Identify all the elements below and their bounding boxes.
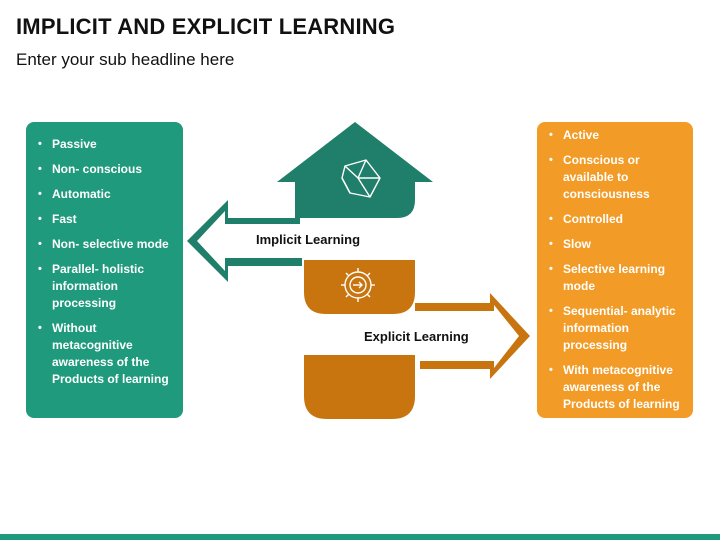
list-item: Controlled	[547, 211, 687, 228]
explicit-learning-label: Explicit Learning	[364, 329, 469, 344]
list-item: Non- conscious	[36, 161, 177, 178]
list-item: Passive	[36, 136, 177, 153]
list-item: Non- selective mode	[36, 236, 177, 253]
footer-bar	[0, 534, 720, 540]
list-item: Active	[547, 127, 687, 144]
gear-arrow-icon	[341, 268, 375, 302]
list-item: Sequential- analytic information process…	[547, 303, 687, 354]
list-item: Slow	[547, 236, 687, 253]
list-item: With metacognitive awareness of the Prod…	[547, 362, 687, 413]
implicit-traits-box: Passive Non- conscious Automatic Fast No…	[26, 122, 183, 418]
implicit-traits-list: Passive Non- conscious Automatic Fast No…	[36, 136, 177, 388]
geometric-cube-icon	[341, 159, 381, 198]
page-subtitle: Enter your sub headline here	[16, 50, 235, 69]
explicit-bottom-shape	[304, 355, 415, 419]
explicit-right-arrow	[415, 293, 530, 379]
implicit-left-arrow	[187, 200, 302, 282]
implicit-house-shape	[277, 122, 433, 218]
list-item: Selective learning mode	[547, 261, 687, 295]
list-item: Automatic	[36, 186, 177, 203]
implicit-learning-label: Implicit Learning	[256, 232, 361, 247]
list-item: Without metacognitive awareness of the P…	[36, 320, 177, 388]
page-title: IMPLICIT AND EXPLICIT LEARNING	[16, 14, 396, 39]
list-item: Fast	[36, 211, 177, 228]
explicit-traits-box: Active Conscious or available to conscio…	[537, 122, 693, 418]
explicit-traits-list: Active Conscious or available to conscio…	[547, 127, 687, 413]
list-item: Parallel- holistic information processin…	[36, 261, 177, 312]
list-item: Conscious or available to consciousness	[547, 152, 687, 203]
